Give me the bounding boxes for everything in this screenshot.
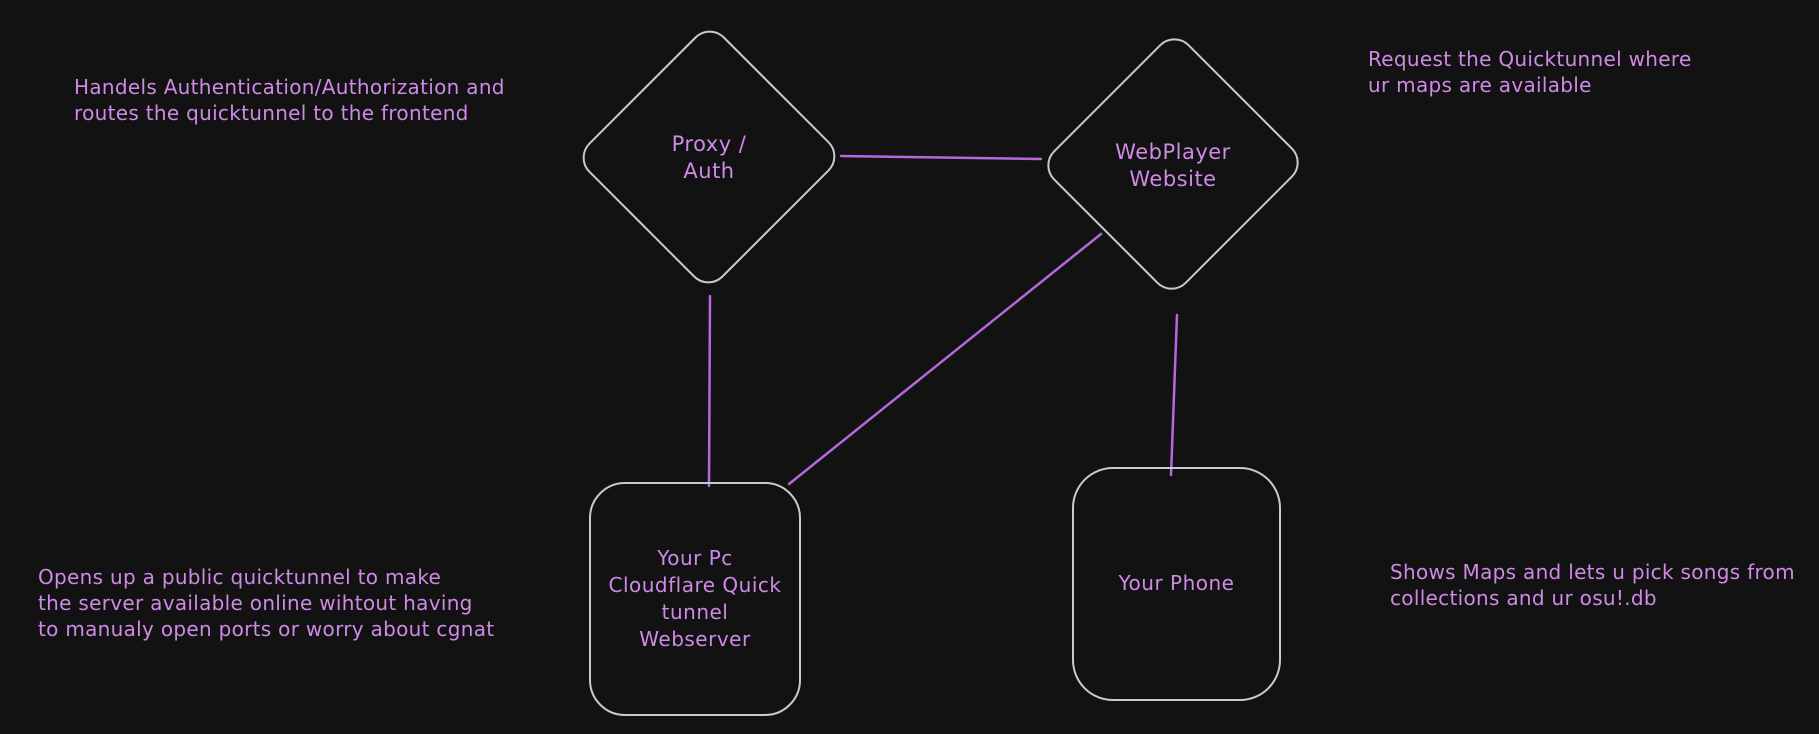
proxy-auth-diamond xyxy=(582,30,836,284)
your-phone-label: Your Phone xyxy=(1118,571,1235,595)
edge-proxy-to-webplayer xyxy=(839,154,1043,161)
webplayer-website-label: WebPlayer Website xyxy=(1115,140,1231,191)
edge-webplayer-to-phone xyxy=(1169,313,1179,477)
annotation-webplayer: Request the Quicktunnel where ur maps ar… xyxy=(1368,47,1692,97)
annotation-webserver: Opens up a public quicktunnel to make th… xyxy=(38,565,495,641)
annotation-phone: Shows Maps and lets u pick songs from co… xyxy=(1390,560,1795,610)
proxy-auth-label: Proxy / Auth xyxy=(671,132,747,183)
edge-webplayer-to-webserver xyxy=(787,232,1103,486)
pc-webserver-rect xyxy=(589,482,801,716)
webplayer-website-diamond xyxy=(1047,38,1299,290)
pc-webserver-label: Your Pc Cloudflare Quick tunnel Webserve… xyxy=(608,546,782,651)
annotation-proxy-auth: Handels Authentication/Authorization and… xyxy=(74,75,505,125)
edge-proxy-to-webserver xyxy=(707,294,712,488)
your-phone-rect xyxy=(1072,467,1281,701)
